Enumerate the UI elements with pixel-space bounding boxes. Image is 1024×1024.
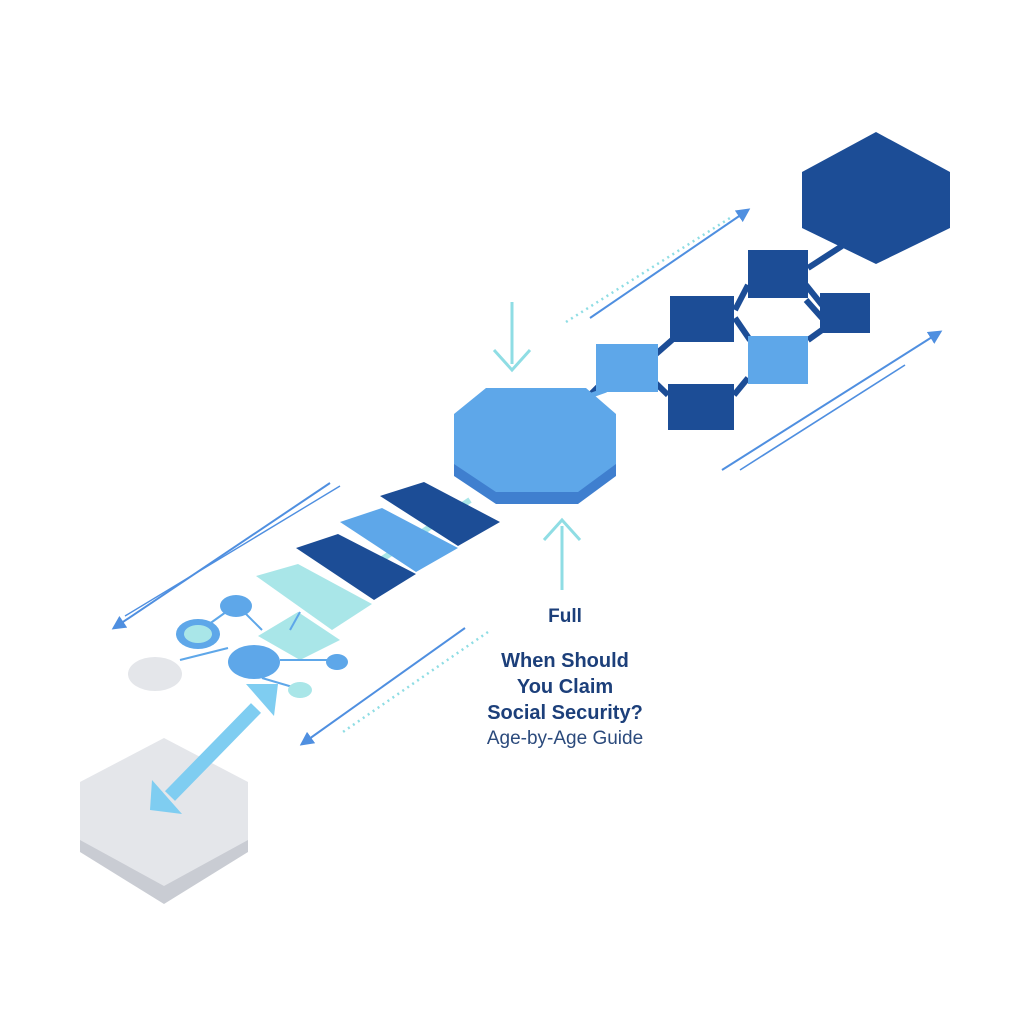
central-octagon [454,387,616,504]
bar-dark [296,534,416,600]
guide-arrow-bottom [299,627,466,746]
down-arrow [492,302,532,373]
circle-node-gray [128,657,182,691]
bar-teal-small [258,612,340,660]
guide-arrow-right [721,330,943,471]
circle-nodes [128,595,348,698]
network-node [748,250,808,298]
caption-block: Full When Should You Claim Social Securi… [440,604,690,752]
network-node [748,336,808,384]
up-arrow [542,517,582,590]
caption-top-label: Full [548,606,582,627]
network-node [668,384,734,430]
caption-title-line-3: Social Security? [487,702,643,724]
guide-arrow-top-dotted [565,216,731,324]
circle-node-teal [288,682,312,698]
node-network [587,243,870,430]
caption-subtitle: Age-by-Age Guide [486,728,644,749]
caption-title-line-2: You Claim [516,676,614,698]
network-node [670,296,734,342]
guide-arrows [111,208,943,746]
dark-hexagon [802,132,950,264]
guide-arrow-top [589,208,751,319]
circle-node [220,595,252,617]
network-node [596,344,658,392]
circle-node-large [228,645,280,679]
caption-title-line-1: When Should [501,650,629,672]
circle-node-small [326,654,348,670]
circle-node-ring-inner [184,625,212,643]
double-arrow [150,684,278,814]
guide-arrow-left-upper [124,485,341,617]
guide-arrow-left [111,482,331,630]
network-node [820,293,870,333]
guide-arrow-right-lower [739,364,906,471]
gray-hexagon [80,738,248,904]
bar-dark [380,482,500,546]
stacked-bars [256,482,500,660]
bar-teal [256,564,372,630]
bar-mid [340,508,458,572]
